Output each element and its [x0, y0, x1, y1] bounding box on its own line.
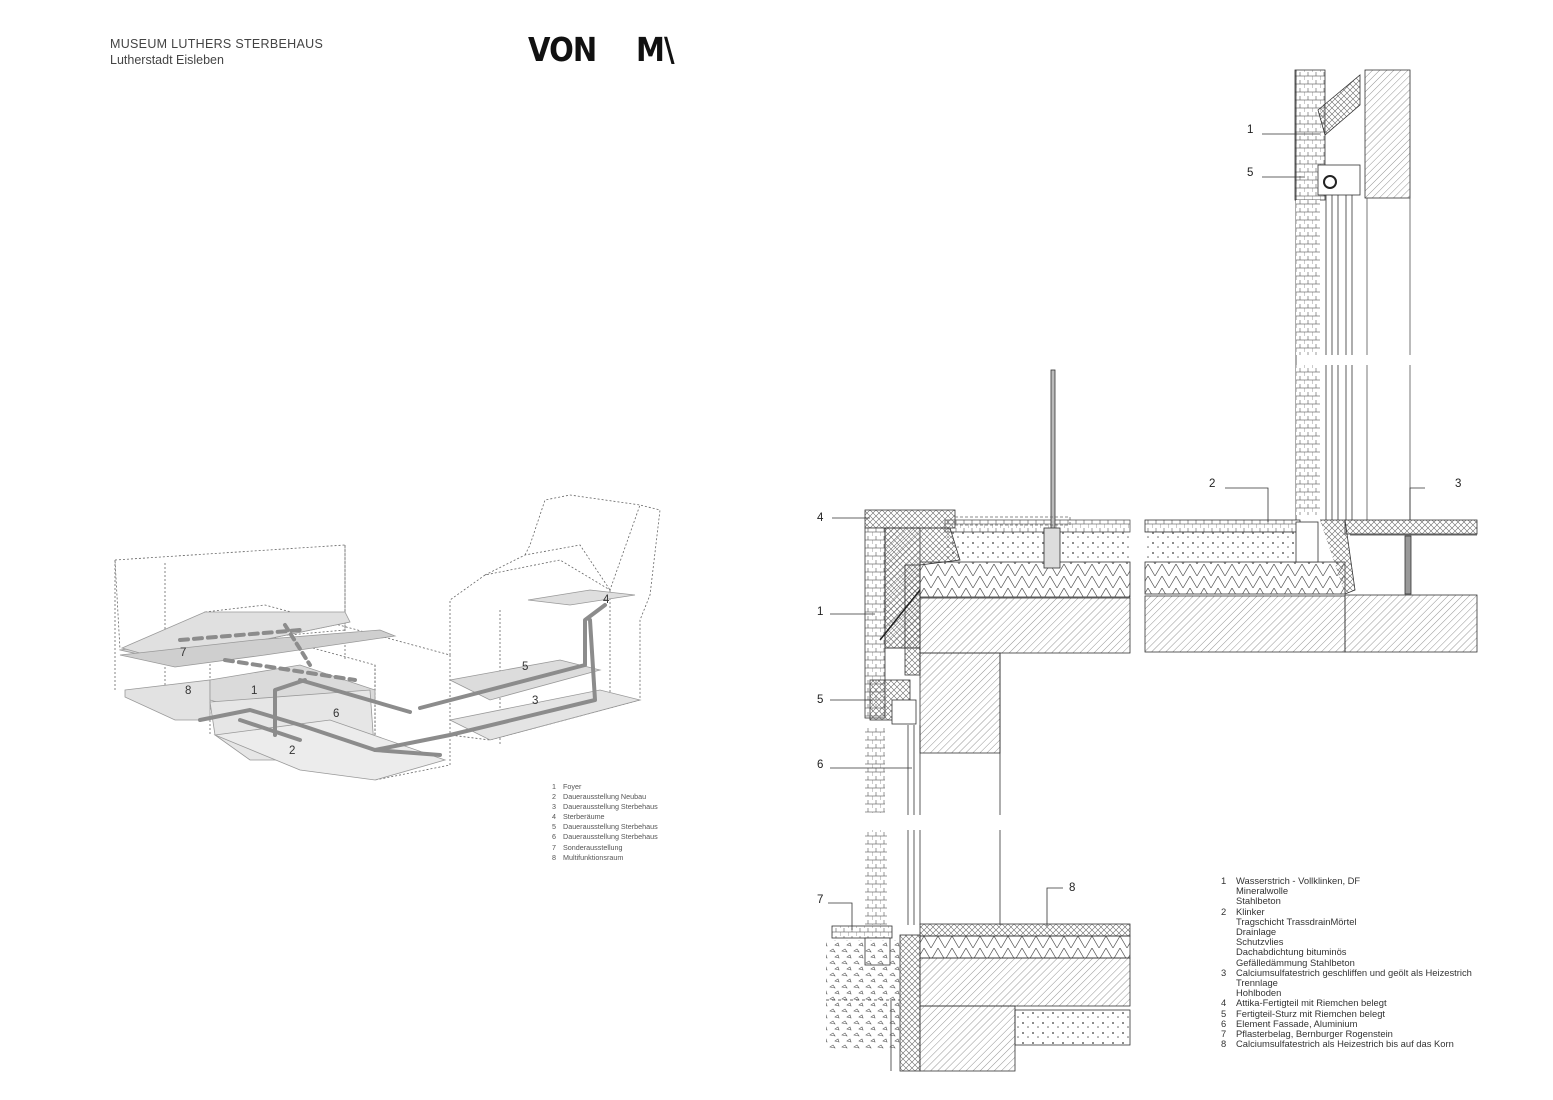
legend-item: 2 Klinker Tragschicht TrassdrainMörtel D…: [1221, 905, 1357, 968]
callout-7: 7: [817, 894, 823, 906]
legend-item: 6 Element Fassade, Aluminium: [1221, 1017, 1358, 1029]
section-detail-drawing: [826, 69, 1478, 1072]
callout-2: 2: [1209, 478, 1215, 490]
logo-text-left: VON: [528, 30, 597, 69]
legend-item: 4 Attika-Fertigteil mit Riemchen belegt: [1221, 997, 1387, 1009]
legend-item: 5 Fertigteil-Sturz mit Riemchen belegt: [1221, 1007, 1386, 1019]
callout-3: 3: [1455, 478, 1461, 490]
callout-5-upper: 5: [1247, 167, 1253, 179]
area-label-5: 5: [522, 661, 528, 673]
legend-item: 7 Pflasterbelag, Bernburger Rogenstein: [1221, 1028, 1393, 1040]
section-leader-lines: [828, 133, 1425, 930]
callout-1-upper: 1: [1247, 124, 1253, 136]
legend-item: 3 Calciumsulfatestrich geschliffen und g…: [1221, 966, 1472, 999]
callout-6: 6: [817, 759, 823, 771]
area-label-3: 3: [532, 695, 538, 707]
area-label-1: 1: [251, 685, 257, 697]
axonometric-circulation-route: [178, 603, 607, 757]
logo-text-right: M\: [636, 30, 675, 69]
axonometric-area-labels: 7 8 1 6 2 5 3 4: [180, 594, 610, 757]
section-callouts: 1 5 2 3 4 1 5 6 7 8: [817, 124, 1461, 906]
area-label-2: 2: [289, 745, 295, 757]
legend-item: 1 Wasserstrich - Vollklinken, DF Mineral…: [1221, 875, 1361, 907]
area-label-4: 4: [603, 594, 610, 606]
callout-4: 4: [817, 512, 824, 524]
area-label-6: 6: [333, 708, 339, 720]
legend-item: 8 Calciumsulfatestrich als Heizestrich b…: [1221, 1038, 1454, 1050]
section-legend: 1 Wasserstrich - Vollklinken, DF Mineral…: [1221, 875, 1472, 1050]
area-label-7: 7: [180, 647, 186, 659]
project-location: Lutherstadt Eisleben: [110, 53, 224, 67]
area-label-8: 8: [185, 685, 191, 697]
callout-1-lower: 1: [817, 606, 823, 618]
callout-8: 8: [1069, 882, 1075, 894]
project-title: MUSEUM LUTHERS STERBEHAUS: [110, 37, 324, 51]
callout-5-lower: 5: [817, 694, 823, 706]
